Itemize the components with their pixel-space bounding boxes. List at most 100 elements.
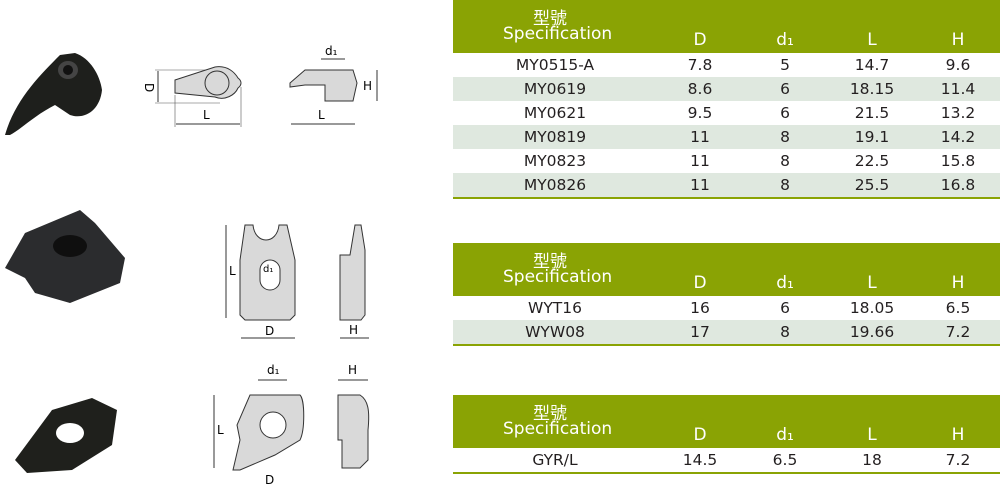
cell: 21.5 (854, 104, 890, 122)
cell: MY0826 (523, 176, 587, 194)
cell: WYT16 (528, 299, 582, 317)
cell: 8.6 (687, 80, 713, 98)
cell: 9.5 (687, 104, 713, 122)
table-row: WYW08 17 8 19.66 7.2 (453, 320, 1000, 344)
label-H: H (348, 363, 357, 377)
cell: 16.8 (940, 176, 976, 194)
cell: 5 (780, 56, 790, 74)
cell: 19.1 (854, 128, 890, 146)
cell: 8 (780, 152, 790, 170)
table-row: WYT16 16 6 18.05 6.5 (453, 296, 1000, 320)
label-H: H (363, 79, 372, 93)
header-d1: d₁ (776, 30, 794, 50)
cell: 11.4 (940, 80, 976, 98)
cell: 11 (690, 128, 710, 146)
cell: 18.15 (849, 80, 895, 98)
cell: 25.5 (854, 176, 890, 194)
clamp-photo-gy (15, 398, 117, 473)
label-D: D (265, 324, 274, 338)
cell: 14.2 (940, 128, 976, 146)
label-d1: d₁ (325, 45, 338, 58)
cell: 19.66 (849, 323, 895, 341)
header-H: H (951, 425, 965, 445)
label-L: L (229, 264, 236, 278)
header-H: H (951, 30, 965, 50)
table-row: MY0619 8.6 6 18.15 11.4 (453, 77, 1000, 101)
label-L: L (318, 108, 325, 122)
header-specification: Specification (503, 419, 613, 439)
cell: 16 (690, 299, 710, 317)
cell: 8 (780, 323, 790, 341)
table-bottom-rule (453, 197, 1000, 199)
label-d1: d₁ (267, 363, 280, 377)
table-row: MY0823 11 8 22.5 15.8 (453, 149, 1000, 173)
cell: 14.7 (854, 56, 890, 74)
drawing-side-gy: H (337, 363, 370, 469)
header-L: L (867, 273, 877, 293)
cell: 15.8 (940, 152, 976, 170)
cell: 14.5 (682, 451, 718, 469)
header-D: D (693, 425, 707, 445)
cell: 18 (862, 451, 882, 469)
header-d1: d₁ (776, 425, 794, 445)
cell: MY0621 (523, 104, 587, 122)
table-row: MY0819 11 8 19.1 14.2 (453, 125, 1000, 149)
header-D: D (693, 273, 707, 293)
cell: 8 (780, 176, 790, 194)
cell: GYR/L (532, 451, 578, 469)
drawing-side-wy: H (339, 224, 369, 339)
cell: 18.05 (849, 299, 895, 317)
cell: 6 (780, 104, 790, 122)
header-specification: Specification (503, 24, 613, 44)
drawing-front-gy: d₁ L D (213, 363, 305, 487)
header-L: L (867, 30, 877, 50)
cell: 7.2 (945, 451, 971, 469)
label-d1: d₁ (263, 264, 273, 275)
cell: MY0619 (523, 80, 587, 98)
header-H: H (951, 273, 965, 293)
label-L: L (217, 423, 224, 437)
cell: 7.8 (687, 56, 713, 74)
drawing-top-my: D L (142, 66, 242, 127)
clamp-photo-my (5, 53, 102, 135)
label-L: L (203, 108, 210, 122)
cell: MY0515-A (515, 56, 595, 74)
clamp-photo-wy (5, 210, 125, 303)
table-row: MY0826 11 8 25.5 16.8 (453, 173, 1000, 197)
cell: 22.5 (854, 152, 890, 170)
table-bottom-rule (453, 472, 1000, 474)
cell: 6.5 (772, 451, 798, 469)
label-D: D (265, 473, 274, 487)
table-bottom-rule (453, 344, 1000, 346)
cell: 6 (780, 299, 790, 317)
cell: 9.6 (945, 56, 971, 74)
table-row: GYR/L 14.5 6.5 18 7.2 (453, 448, 1000, 472)
table-row: MY0621 9.5 6 21.5 13.2 (453, 101, 1000, 125)
cell: 6 (780, 80, 790, 98)
cell: 8 (780, 128, 790, 146)
cell: WYW08 (525, 323, 585, 341)
drawing-front-wy: L d₁ D (225, 224, 296, 339)
header-d1: d₁ (776, 273, 794, 293)
cell: MY0823 (523, 152, 587, 170)
cell: MY0819 (523, 128, 587, 146)
header-zh: 型號 (533, 252, 567, 272)
header-zh: 型號 (533, 404, 567, 424)
label-H: H (349, 323, 358, 337)
header-L: L (867, 425, 877, 445)
cell: 11 (690, 152, 710, 170)
cell: 11 (690, 176, 710, 194)
drawing-side-my: d₁ H L (289, 45, 378, 125)
label-D: D (142, 83, 156, 92)
cell: 7.2 (945, 323, 971, 341)
cell: 17 (690, 323, 710, 341)
cell: 13.2 (940, 104, 976, 122)
header-specification: Specification (503, 267, 613, 287)
cell: 6.5 (945, 299, 971, 317)
